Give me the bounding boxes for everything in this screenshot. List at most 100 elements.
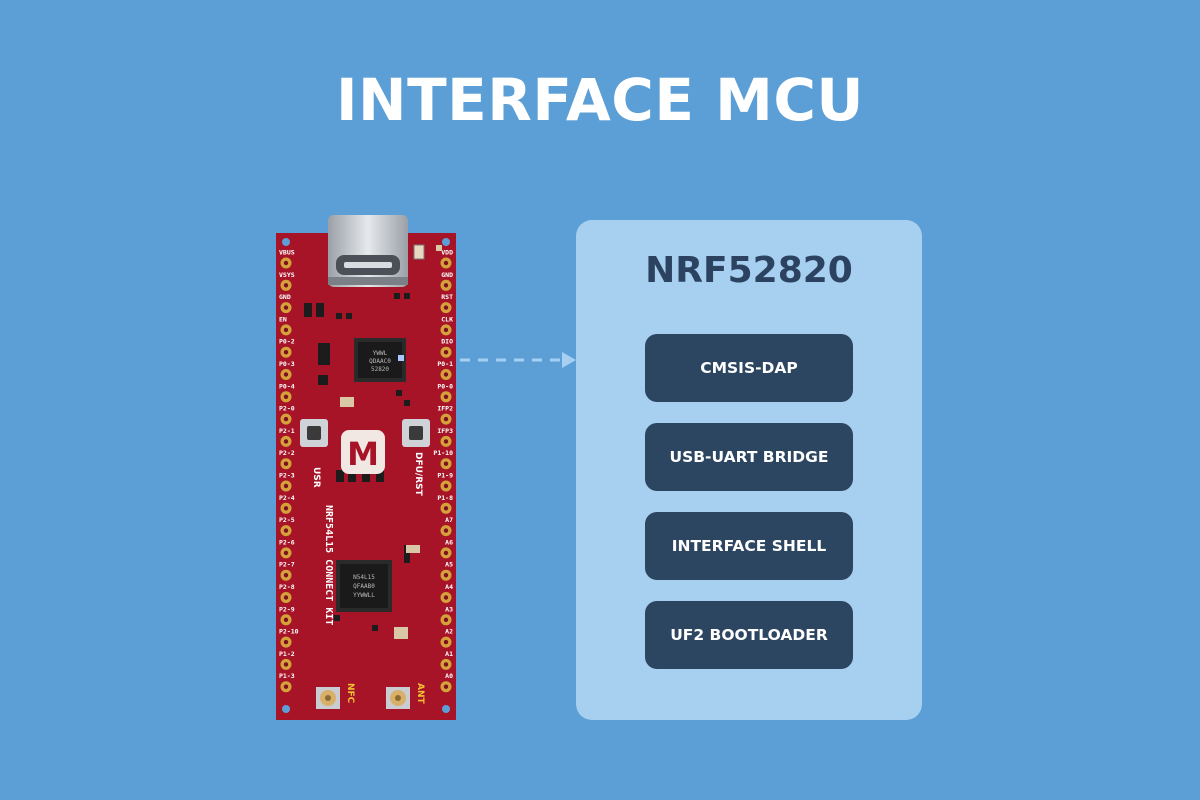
- pin-hole: [443, 461, 449, 466]
- pin-label: P2-4: [279, 494, 295, 502]
- usb-c-connector: [328, 215, 408, 287]
- pin-hole: [443, 528, 449, 533]
- pin-label: A5: [445, 561, 453, 569]
- mounting-hole: [442, 705, 450, 713]
- pin-label: P2-5: [279, 516, 295, 524]
- pin-label: P2-8: [279, 583, 295, 591]
- pin-hole: [283, 550, 289, 556]
- pin-hole: [283, 506, 289, 511]
- pin-hole: [443, 283, 449, 288]
- interface-mcu-panel: NRF52820 CMSIS-DAP USB-UART BRIDGE INTER…: [576, 220, 922, 720]
- status-led: [413, 244, 425, 260]
- pin-label: P1-10: [433, 449, 453, 457]
- dfu-rst-button: [402, 419, 430, 447]
- pin-label: DIO: [441, 338, 453, 346]
- nrf52820-chip: YWWL QDAAC0 52820: [354, 338, 406, 382]
- svg-text:M: M: [347, 435, 379, 473]
- ant-label: ANT: [415, 683, 425, 704]
- pin-label: P2-2: [279, 449, 295, 457]
- pin-hole: [443, 439, 449, 444]
- pin-label: A1: [445, 650, 453, 658]
- pin-hole: [443, 305, 449, 310]
- nfc-label: NFC: [345, 683, 355, 704]
- pin-hole: [443, 573, 449, 578]
- pin-hole: [283, 662, 289, 667]
- pin-hole: [283, 461, 289, 466]
- pin-label: A0: [445, 672, 453, 680]
- usr-button: [300, 419, 328, 447]
- pin-hole: [283, 617, 289, 622]
- pin-label: GND: [441, 271, 453, 279]
- pin-label: A7: [445, 516, 453, 524]
- chip2-marking-line: QFAAB0: [353, 583, 375, 590]
- right-pin-labels: VDD GND RST CLK DIO P0-1P0-0IFP2IFP3P1-10P1-9…: [433, 249, 453, 681]
- pin-hole: [443, 595, 449, 600]
- pin-label: P1-2: [279, 650, 295, 658]
- pin-hole: [283, 416, 289, 422]
- pin-hole: [283, 639, 289, 645]
- pin-hole: [283, 684, 289, 689]
- board-logo: M: [341, 430, 385, 474]
- pin-label: A2: [445, 628, 453, 636]
- pin-hole: [443, 662, 449, 667]
- left-pin-pads: [280, 257, 292, 693]
- pin-hole: [283, 595, 289, 600]
- chip2-marking-line: N54L15: [353, 574, 375, 581]
- pin-label: P1-8: [437, 494, 453, 502]
- kit-label: NRF54L15 CONNECT KIT: [323, 505, 334, 625]
- pin-label: P2-6: [279, 538, 295, 546]
- mounting-hole: [442, 238, 450, 246]
- pin-hole: [443, 550, 449, 556]
- nrf54l15-chip: N54L15 QFAAB0 YYWWLL: [336, 560, 392, 612]
- pin-hole: [283, 350, 289, 355]
- pin-label: P0-2: [279, 338, 295, 346]
- pin-label: A4: [445, 583, 453, 591]
- chip1-marking-line: YWWL: [373, 350, 388, 357]
- pin-label: A3: [445, 605, 453, 613]
- chip-name: NRF52820: [645, 250, 853, 291]
- pin-hole: [443, 483, 449, 489]
- dfu-rst-label: DFU/RST: [413, 452, 423, 497]
- pin-hole: [443, 394, 449, 399]
- pin-hole: [443, 372, 449, 377]
- pin-label: VBUS: [279, 249, 295, 257]
- pin-hole: [283, 305, 289, 310]
- ant-connector: [386, 687, 410, 709]
- right-pin-pads: [440, 257, 452, 693]
- chip1-marking-line: 52820: [371, 366, 389, 373]
- pin-label: VDD: [441, 249, 453, 257]
- pin-label: EN: [279, 315, 287, 323]
- pin-label: VSYS: [279, 271, 295, 279]
- pin-label: IFP2: [437, 405, 453, 413]
- pin-label: IFP3: [437, 427, 453, 435]
- pin-hole: [283, 483, 289, 489]
- pin-label: P0-3: [279, 360, 295, 368]
- chip1-marking-line: QDAAC0: [369, 358, 391, 365]
- pin-hole: [283, 260, 289, 266]
- pin-hole: [283, 528, 289, 533]
- mounting-hole: [282, 238, 290, 246]
- pin-label: P0-1: [437, 360, 453, 368]
- pin-label: P2-0: [279, 405, 295, 413]
- pin-label: P2-10: [279, 628, 299, 636]
- pin-hole: [443, 617, 449, 622]
- pin-label: GND: [279, 293, 291, 301]
- pin-hole: [443, 260, 449, 266]
- left-pin-labels: VBUSVSYSGNDENP0-2P0-3P0-4P2-0P2-1P2-2P2-…: [279, 249, 299, 681]
- pin-hole: [283, 439, 289, 444]
- pin-hole: [283, 573, 289, 578]
- feature-cmsis-dap: CMSIS-DAP: [645, 334, 853, 402]
- nfc-connector: [316, 687, 340, 709]
- pin-label: P1-9: [437, 472, 453, 480]
- pin-label: CLK: [441, 315, 453, 323]
- pin-hole: [283, 394, 289, 399]
- usr-label: USR: [311, 467, 321, 488]
- pin-label: P2-3: [279, 472, 295, 480]
- pin-hole: [283, 283, 289, 288]
- pin-label: RST: [441, 293, 453, 301]
- pin-label: P0-0: [437, 382, 453, 390]
- pin-hole: [443, 684, 449, 689]
- pin-label: P0-4: [279, 382, 295, 390]
- pin-hole: [443, 416, 449, 422]
